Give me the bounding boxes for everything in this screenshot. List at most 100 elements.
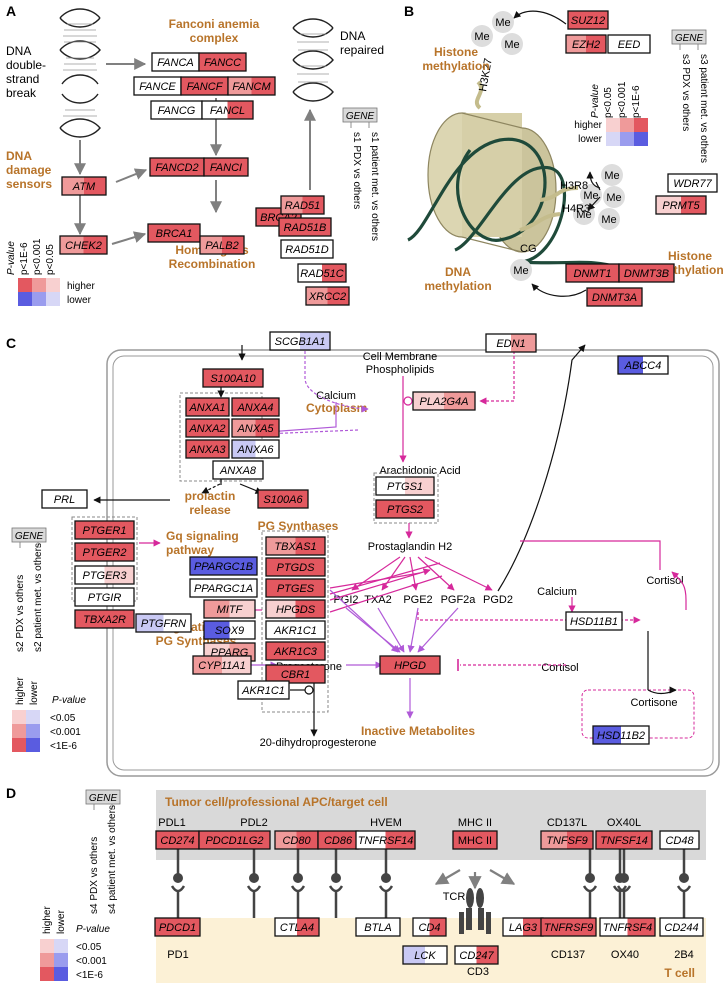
cortisol-cycle (581, 689, 695, 739)
gene-border (231, 439, 280, 459)
gene-box-dnmt1: DNMT1 (565, 263, 620, 283)
methyl-label: Me (495, 17, 510, 29)
gene-border (607, 34, 651, 54)
histone-title: Histone (434, 45, 478, 59)
dna-meth-title: DNA (445, 265, 471, 279)
methyl-label: Me (576, 209, 591, 221)
gene-cell (295, 537, 325, 555)
mhc-arrows (434, 869, 516, 890)
gene-key-box (671, 29, 707, 45)
panel-b-labels: H3K27 H3R8 H4R3 CG (477, 57, 590, 255)
gene-border (189, 578, 258, 598)
legend-swatch (18, 278, 32, 292)
gene-label: S100A10 (210, 373, 256, 385)
gene-cell (295, 600, 325, 618)
gene-label: DNMT3B (624, 268, 669, 280)
gene-label: EZH2 (572, 39, 600, 51)
gene-border (355, 830, 416, 850)
gene-cell (586, 35, 606, 53)
gene-label: FANCC (204, 57, 241, 69)
gene-label: CD80 (282, 835, 311, 847)
gene-cell (174, 224, 200, 242)
gene-cell (204, 621, 230, 639)
gene-cell (202, 101, 228, 119)
legend-title: P-value (76, 924, 110, 935)
gene-label: PTGIR (88, 592, 122, 604)
gene-cell (295, 558, 325, 576)
legend-swatch (606, 118, 620, 132)
gene-border (202, 368, 264, 388)
histone-core-body (462, 113, 522, 237)
ligand-label: PDL2 (240, 817, 268, 829)
receptor-cup (328, 885, 344, 893)
gene-cell (204, 600, 230, 618)
gene-cell (251, 77, 275, 95)
gene-box-dnmt3b: DNMT3B (618, 263, 675, 283)
legend-swatch (634, 118, 648, 132)
panel-label-a: A (6, 3, 16, 19)
methyl-label: Me (513, 265, 528, 277)
legend-level: p<0.001 (617, 81, 628, 118)
fanconi-title: complex (190, 31, 239, 45)
gene-cell (227, 101, 253, 119)
gene-cell (229, 600, 255, 618)
h3k27-label: H3K27 (477, 57, 495, 92)
gene-box-scgb1a1: SCGB1A1 (269, 331, 331, 351)
gene-box-tbxa2r: TBXA2R (74, 609, 135, 629)
gene-border (201, 100, 254, 120)
gene-cell (568, 11, 588, 29)
legend-lower: lower (29, 680, 40, 705)
gene-label: RAD51 (285, 200, 320, 212)
gene-box-atm: ATM (61, 176, 107, 196)
gene-cell (410, 656, 440, 674)
gene-box-tbxas1: TBXAS1 (265, 536, 326, 556)
gene-border (74, 520, 135, 540)
dna-repaired-rungs (297, 33, 329, 83)
gene-box-s100a10: S100A10 (202, 368, 264, 388)
gene-cell (541, 918, 569, 936)
gene-cell (75, 588, 105, 606)
gene-box-abcc4: ABCC4 (617, 355, 669, 375)
gene-box-suz12: SUZ12 (567, 10, 609, 30)
cortisol-label: Cortisol (541, 662, 578, 674)
gene-cell (266, 558, 296, 576)
gene-cell (566, 35, 586, 53)
histone-title: Histone (668, 249, 712, 263)
gene-cell (75, 566, 105, 584)
gene-box-cd4: CD4 (412, 917, 447, 937)
metabolite-label: PGE2 (403, 594, 432, 606)
gene-label: CYP11A1 (198, 660, 246, 672)
gene-cell (305, 218, 331, 236)
gene-box-ptger1: PTGER1 (74, 520, 135, 540)
gene-box-cd48: CD48 (659, 830, 700, 850)
ligand-head (293, 873, 303, 883)
gene-cell (151, 101, 177, 119)
gene-border (375, 499, 435, 519)
gene-key-box (11, 527, 47, 543)
legend-level: <0.001 (50, 727, 81, 738)
gene-cell (177, 918, 200, 936)
gene-cell (104, 521, 134, 539)
gene-label: ANXA6 (236, 444, 274, 456)
gene-cell (155, 918, 178, 936)
gene-box-anxa2: ANXA2 (185, 418, 230, 438)
gene-cell (238, 681, 264, 699)
gene-box-mhc-ii: MHC II (452, 830, 498, 850)
gene-key-header: GENE (89, 793, 118, 804)
gene-border (540, 830, 594, 850)
legend-higher: higher (67, 281, 95, 292)
gene-cell (104, 610, 134, 628)
dihydro-label: 20-dihydroprogesterone (260, 737, 377, 749)
gene-box-cd86: CD86 (317, 830, 359, 850)
gene-box-ptger2: PTGER2 (74, 542, 135, 562)
gene-cell (134, 77, 158, 95)
dna-break-label: DNA double- strand break (6, 44, 46, 100)
gene-label: HSD11B2 (597, 730, 645, 742)
gene-cell (643, 356, 668, 374)
ligand-head (331, 873, 341, 883)
gene-box-cd80: CD80 (274, 830, 319, 850)
gene-border (265, 536, 326, 556)
methyl-label: Me (474, 31, 489, 43)
gene-cell (307, 240, 333, 258)
gene-label: RAD51D (285, 244, 328, 256)
